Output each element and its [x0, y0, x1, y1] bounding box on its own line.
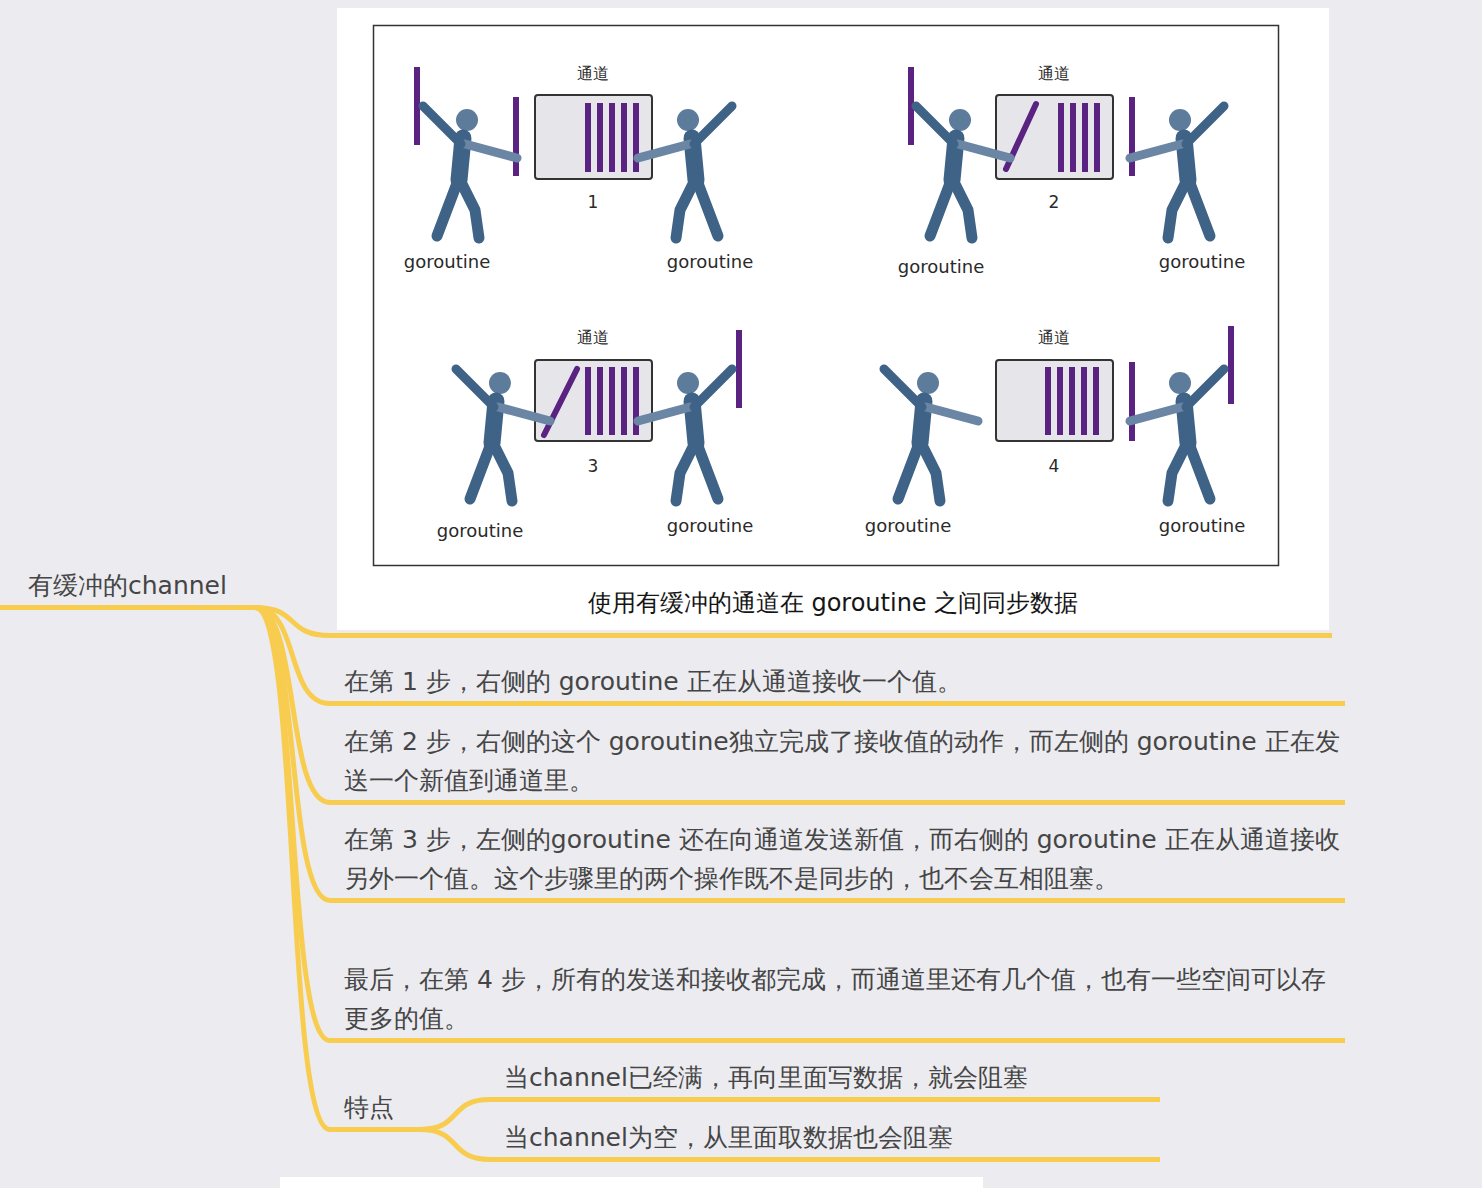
- figure-label: goroutine: [1159, 515, 1245, 536]
- topic-text: 在第 2 步，右侧的这个 goroutine独立完成了接收值的动作，而左侧的 g…: [344, 722, 1345, 800]
- figure-label: goroutine: [404, 251, 490, 272]
- figure-label: goroutine: [667, 515, 753, 536]
- figure-label: 通道: [577, 64, 609, 85]
- figure-label: goroutine: [667, 251, 753, 272]
- branch-connector: [420, 1100, 490, 1130]
- feature-topic: 特点: [330, 1088, 420, 1132]
- branch-line: [420, 1100, 490, 1130]
- step-topic: 在第 1 步，右侧的 goroutine 正在从通道接收一个值。: [330, 662, 1345, 706]
- next-panel-edge: [280, 1177, 983, 1188]
- figure-caption: 使用有缓冲的通道在 goroutine 之间同步数据: [337, 588, 1329, 618]
- figure-label: goroutine: [865, 515, 951, 536]
- feature-item: 当channel已经满，再向里面写数据，就会阻塞: [490, 1058, 1160, 1102]
- step-number: 3: [588, 456, 599, 476]
- branch-line: [255, 608, 330, 1130]
- image-topic: 使用有缓冲的通道在 goroutine 之间同步数据: [330, 8, 1332, 638]
- channel-box: [996, 95, 1113, 179]
- figure-label: goroutine: [898, 256, 984, 277]
- topic-text: 在第 3 步，左侧的goroutine 还在向通道发送新值，而右侧的 gorou…: [344, 820, 1345, 898]
- branch-connector: [255, 608, 330, 1041]
- topic-text: 当channel为空，从里面取数据也会阻塞: [504, 1118, 1160, 1157]
- step-number: 2: [1049, 192, 1060, 212]
- channel-box: [996, 360, 1113, 441]
- image-panel: [337, 8, 1329, 630]
- channel-box: [535, 95, 652, 179]
- branch-line: [255, 608, 330, 1041]
- topic-text: 在第 1 步，右侧的 goroutine 正在从通道接收一个值。: [344, 662, 1345, 701]
- branch-line: [420, 1130, 490, 1160]
- step-topic: 在第 3 步，左侧的goroutine 还在向通道发送新值，而右侧的 gorou…: [330, 820, 1345, 903]
- topic-text: 有缓冲的channel: [28, 566, 255, 605]
- figure-label: 通道: [1038, 64, 1070, 85]
- step-topic: 最后，在第 4 步，所有的发送和接收都完成，而通道里还有几个值，也有一些空间可以…: [330, 960, 1345, 1043]
- figure-label: 通道: [577, 328, 609, 349]
- channel-box: [535, 360, 652, 441]
- step-number: 4: [1049, 456, 1060, 476]
- figure-label: goroutine: [1159, 251, 1245, 272]
- branch-connector: [255, 608, 330, 1130]
- topic-text: 特点: [344, 1088, 420, 1127]
- step-topic: 在第 2 步，右侧的这个 goroutine独立完成了接收值的动作，而左侧的 g…: [330, 722, 1345, 805]
- branch-connector: [420, 1130, 490, 1160]
- figure-label: 通道: [1038, 328, 1070, 349]
- topic-text: 最后，在第 4 步，所有的发送和接收都完成，而通道里还有几个值，也有一些空间可以…: [344, 960, 1345, 1038]
- figure-frame: [374, 26, 1279, 566]
- root-topic: 有缓冲的channel: [0, 566, 255, 610]
- feature-item: 当channel为空，从里面取数据也会阻塞: [490, 1118, 1160, 1162]
- figure-label: goroutine: [437, 520, 523, 541]
- moving-bar: [544, 104, 1036, 435]
- step-number: 1: [588, 192, 599, 212]
- data-bars: [414, 67, 1234, 441]
- topic-text: 当channel已经满，再向里面写数据，就会阻塞: [504, 1058, 1160, 1097]
